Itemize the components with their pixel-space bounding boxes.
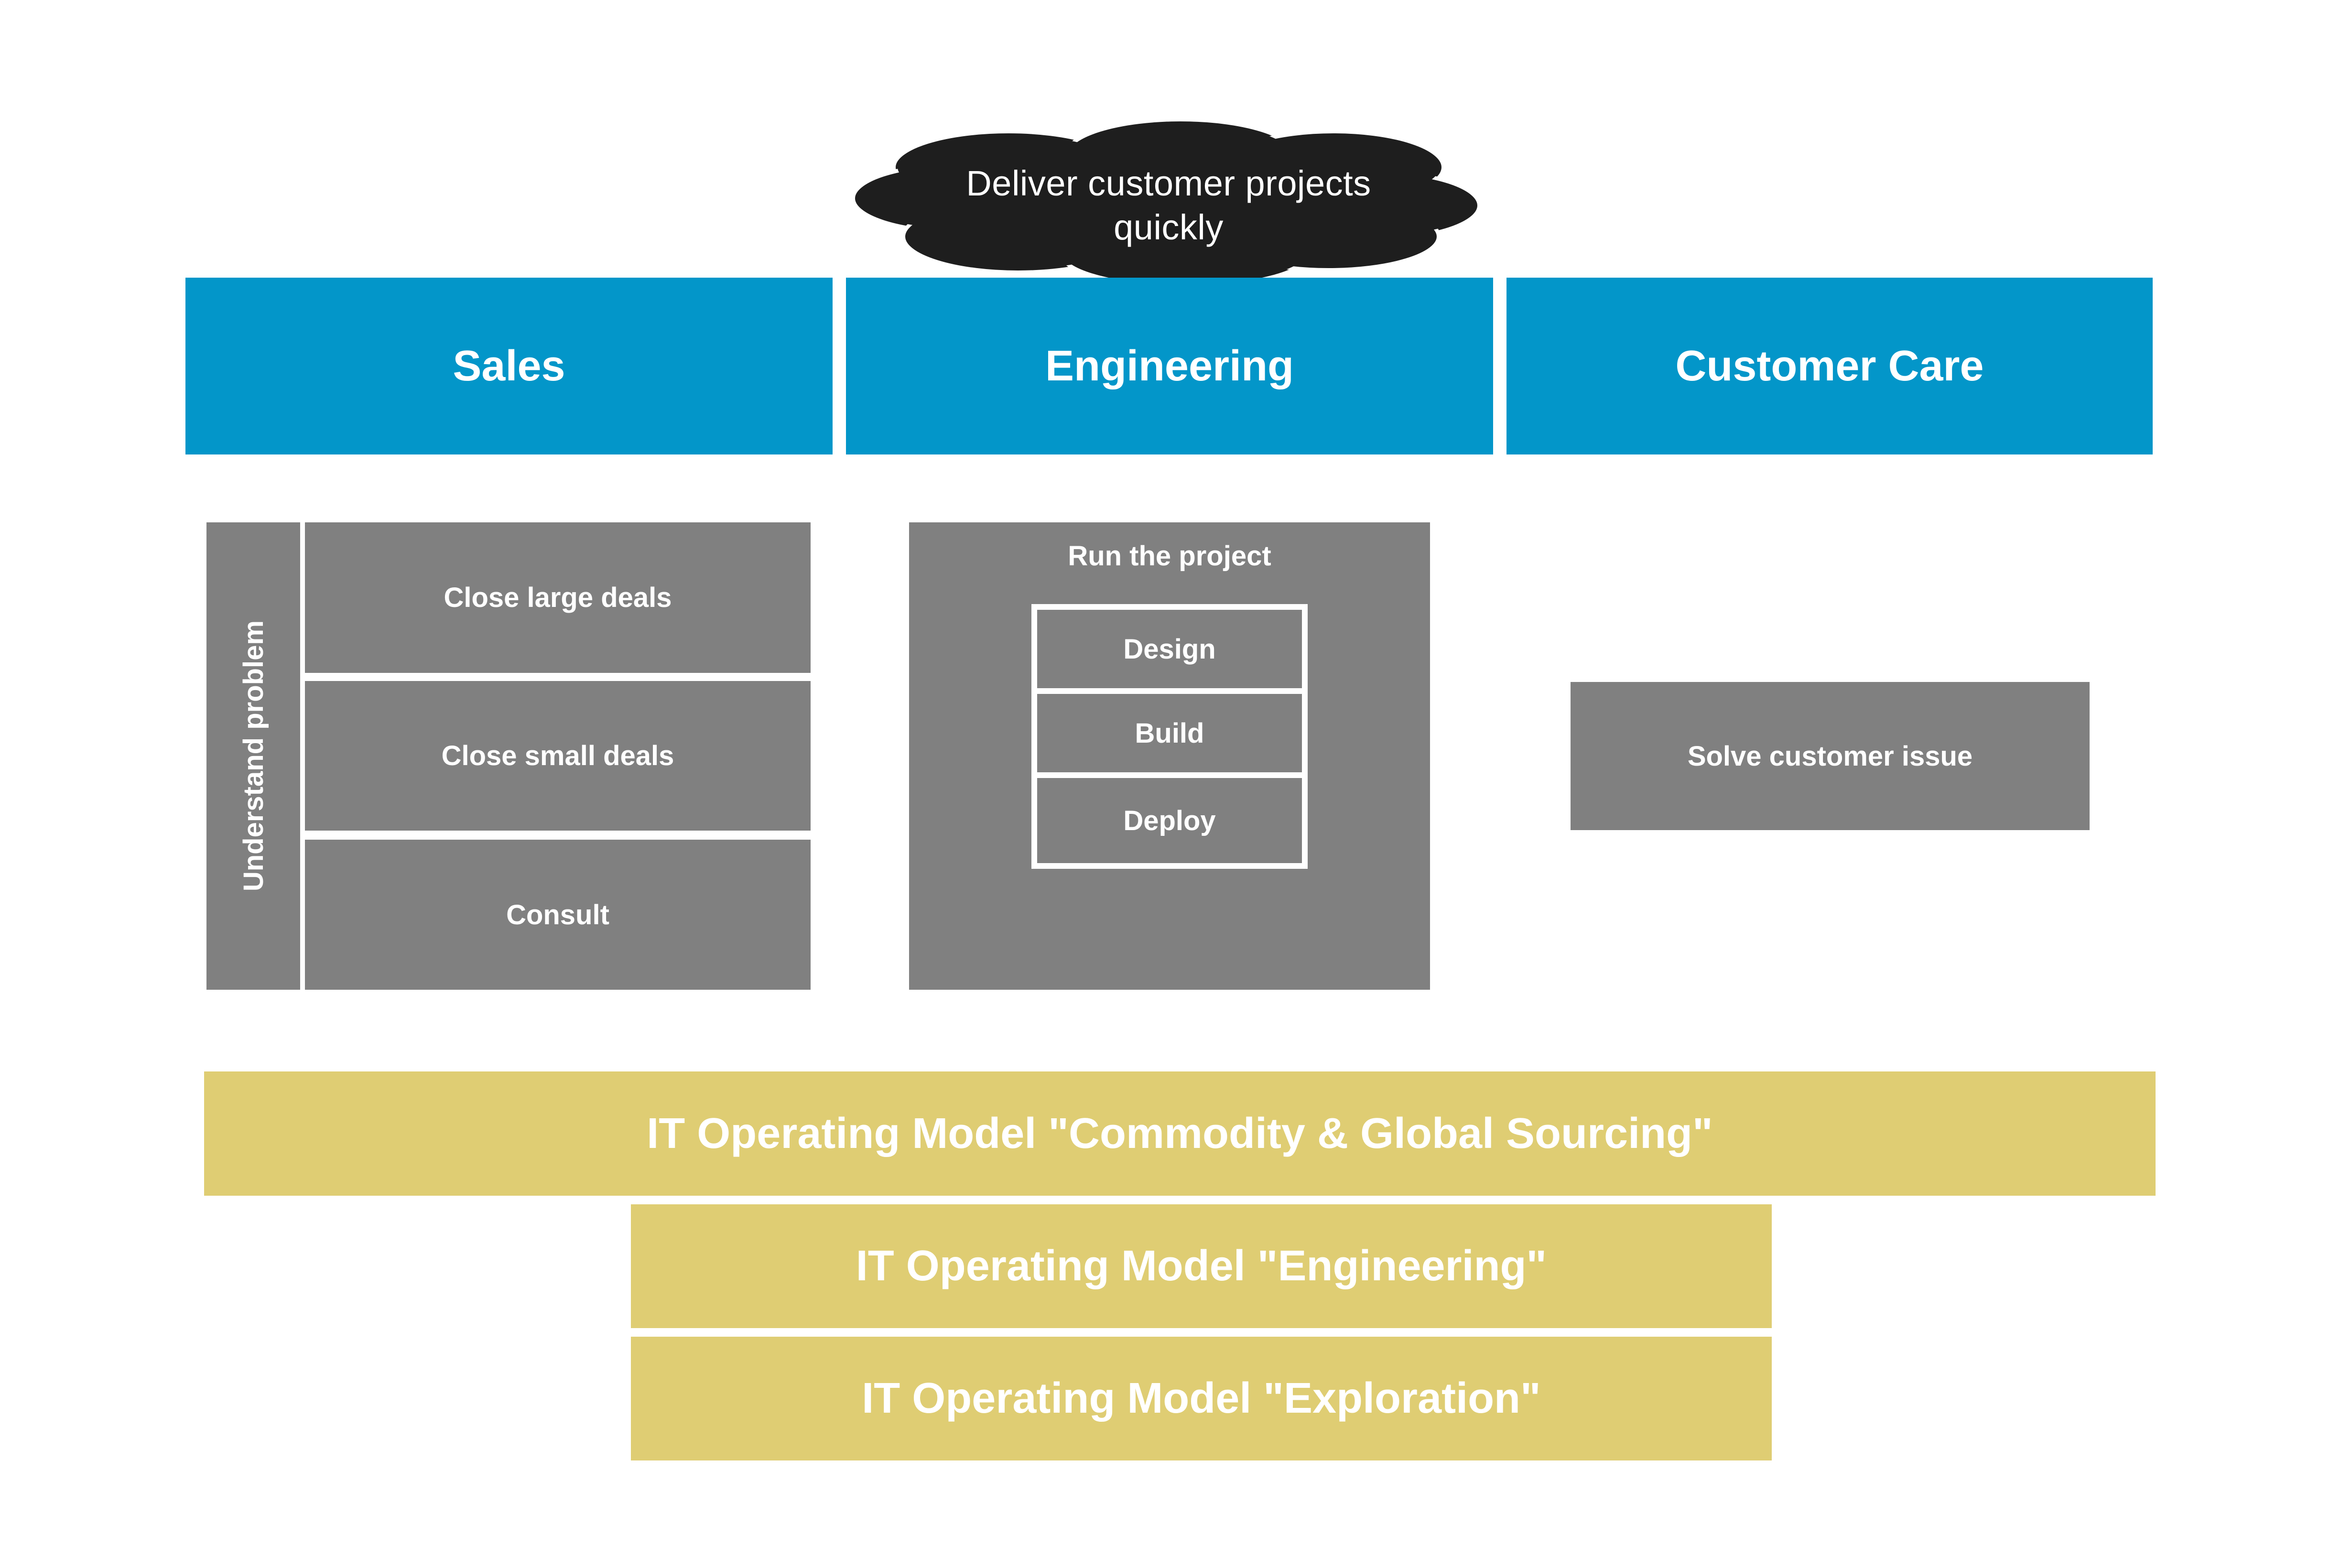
run-the-project-label: Run the project — [1068, 540, 1271, 572]
sales-consult: Consult — [305, 840, 811, 990]
sales-close-small-deals: Close small deals — [305, 681, 811, 831]
dept-sales-header: Sales — [185, 278, 833, 454]
goal-cloud: Deliver customer projects quickly — [851, 115, 1486, 296]
cloud-shape — [851, 118, 1481, 289]
engineering-step-build: Build — [1031, 688, 1308, 778]
dept-customer-care-header: Customer Care — [1506, 278, 2153, 454]
it-model-commodity: IT Operating Model "Commodity & Global S… — [204, 1071, 2156, 1196]
it-model-engineering: IT Operating Model "Engineering" — [631, 1204, 1772, 1328]
goal-text-line2: quickly — [1114, 207, 1224, 247]
sales-close-large-deals: Close large deals — [305, 522, 811, 673]
customer-care-solve-issue: Solve customer issue — [1571, 682, 2090, 830]
sales-understand-problem-box: Understand problem — [206, 522, 300, 990]
understand-problem-label: Understand problem — [238, 620, 269, 892]
engineering-step-design: Design — [1031, 604, 1308, 694]
goal-text-line1: Deliver customer projects — [966, 163, 1371, 203]
dept-engineering-header: Engineering — [846, 278, 1493, 454]
engineering-step-deploy: Deploy — [1031, 772, 1308, 869]
it-model-exploration: IT Operating Model "Exploration" — [631, 1337, 1772, 1460]
